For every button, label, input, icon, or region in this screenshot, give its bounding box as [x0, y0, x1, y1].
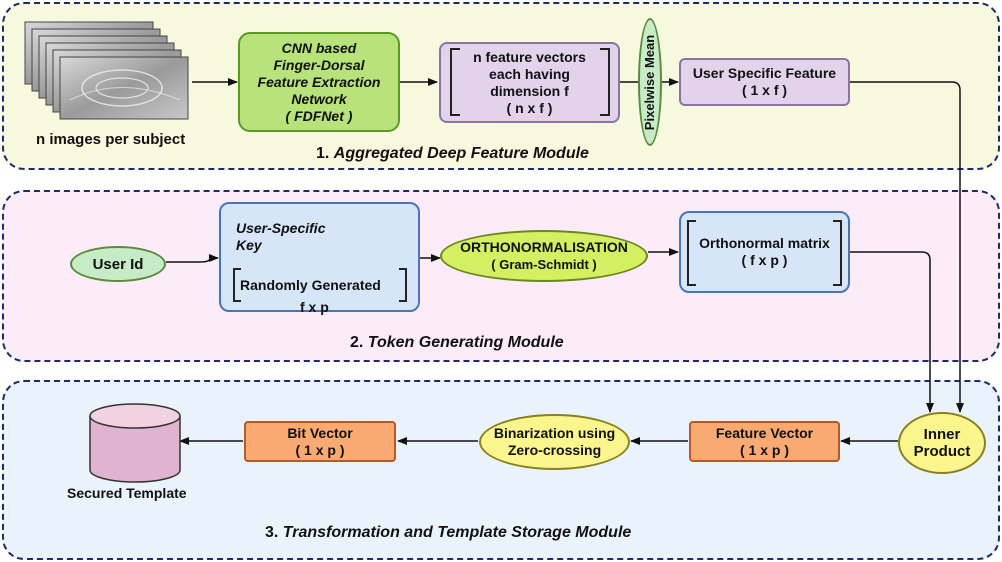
- database-cylinder-icon: [89, 403, 181, 483]
- key-dimension-label: f x p: [300, 299, 329, 315]
- module-3-title: 3. Transformation and Template Storage M…: [265, 524, 632, 541]
- secured-template-label: Secured Template: [67, 485, 187, 501]
- key-right-bracket: [399, 268, 407, 302]
- module-2-title: 2. Token Generating Module: [350, 334, 564, 351]
- matrix-right-bracket: [600, 48, 610, 116]
- bit-vector-box: Bit Vector( 1 x p ): [244, 421, 396, 462]
- matrix-right-bracket-2: [833, 220, 842, 286]
- images-caption: n images per subject: [36, 131, 186, 148]
- finger-dorsal-image-stack-icon: [24, 21, 189, 120]
- randomly-generated-label: Randomly Generated: [240, 277, 381, 293]
- matrix-left-bracket: [450, 48, 460, 116]
- orthonormalisation-ellipse: ORTHONORMALISATION( Gram-Schmidt ): [440, 230, 648, 282]
- feature-vector-box: Feature Vector( 1 x p ): [689, 421, 840, 462]
- module-1-title: 1. Aggregated Deep Feature Module: [316, 145, 589, 162]
- pixelwise-mean-ellipse: Pixelwise Mean: [638, 18, 662, 146]
- key-left-bracket: [233, 268, 241, 302]
- matrix-left-bracket-2: [687, 220, 696, 286]
- user-id-ellipse: User Id: [70, 246, 166, 282]
- orthonormal-matrix-box: Orthonormal matrix( f x p ): [679, 211, 850, 293]
- user-specific-feature-box: User Specific Feature( 1 x f ): [679, 58, 850, 106]
